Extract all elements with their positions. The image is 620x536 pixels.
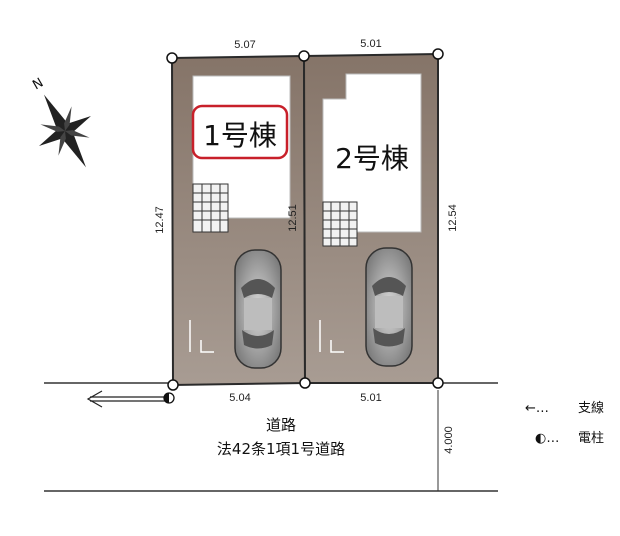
utility-pole-icon [163,392,175,404]
legend-item-guy-wire: ←… 支線 [525,400,604,416]
road-classification: 法42条1項1号道路 [217,440,345,458]
car-1-icon [234,249,282,369]
legend-pole-symbol: ◐… [535,431,559,446]
legend-item-utility-pole: ◐… 電柱 [535,431,604,446]
road-name: 道路 [266,416,296,434]
lot-2-bottom-width: 5.01 [360,392,381,404]
legend: ←… 支線 ◐… 電柱 [525,400,604,446]
guy-wire-arrow-icon [86,390,165,408]
car-2-icon [365,247,413,367]
stair-grid-2 [322,201,358,247]
legend-guy-wire-label: 支線 [578,400,604,416]
boundary-markers [166,48,444,391]
lot-1-right-depth: 12.51 [287,204,299,232]
road-width: 4.000 [443,426,455,454]
stair-grid-1 [192,183,229,233]
road-boundaries [44,382,498,492]
lot-1-top-width: 5.07 [234,39,255,51]
lot-1-left-depth: 12.47 [154,206,166,234]
lot-1-label: 1号棟 [203,119,277,152]
compass-icon [39,94,91,168]
lot-1-bottom-width: 5.04 [229,392,250,404]
lot-2-label: 2号棟 [335,142,409,175]
compass-north-label: N [30,76,46,94]
legend-pole-label: 電柱 [578,431,604,446]
lot-2-top-width: 5.01 [360,38,381,50]
legend-guy-wire-symbol: ←… [525,401,549,416]
lot-2-right-depth: 12.54 [447,204,459,232]
lot-1-highlight [191,104,289,160]
